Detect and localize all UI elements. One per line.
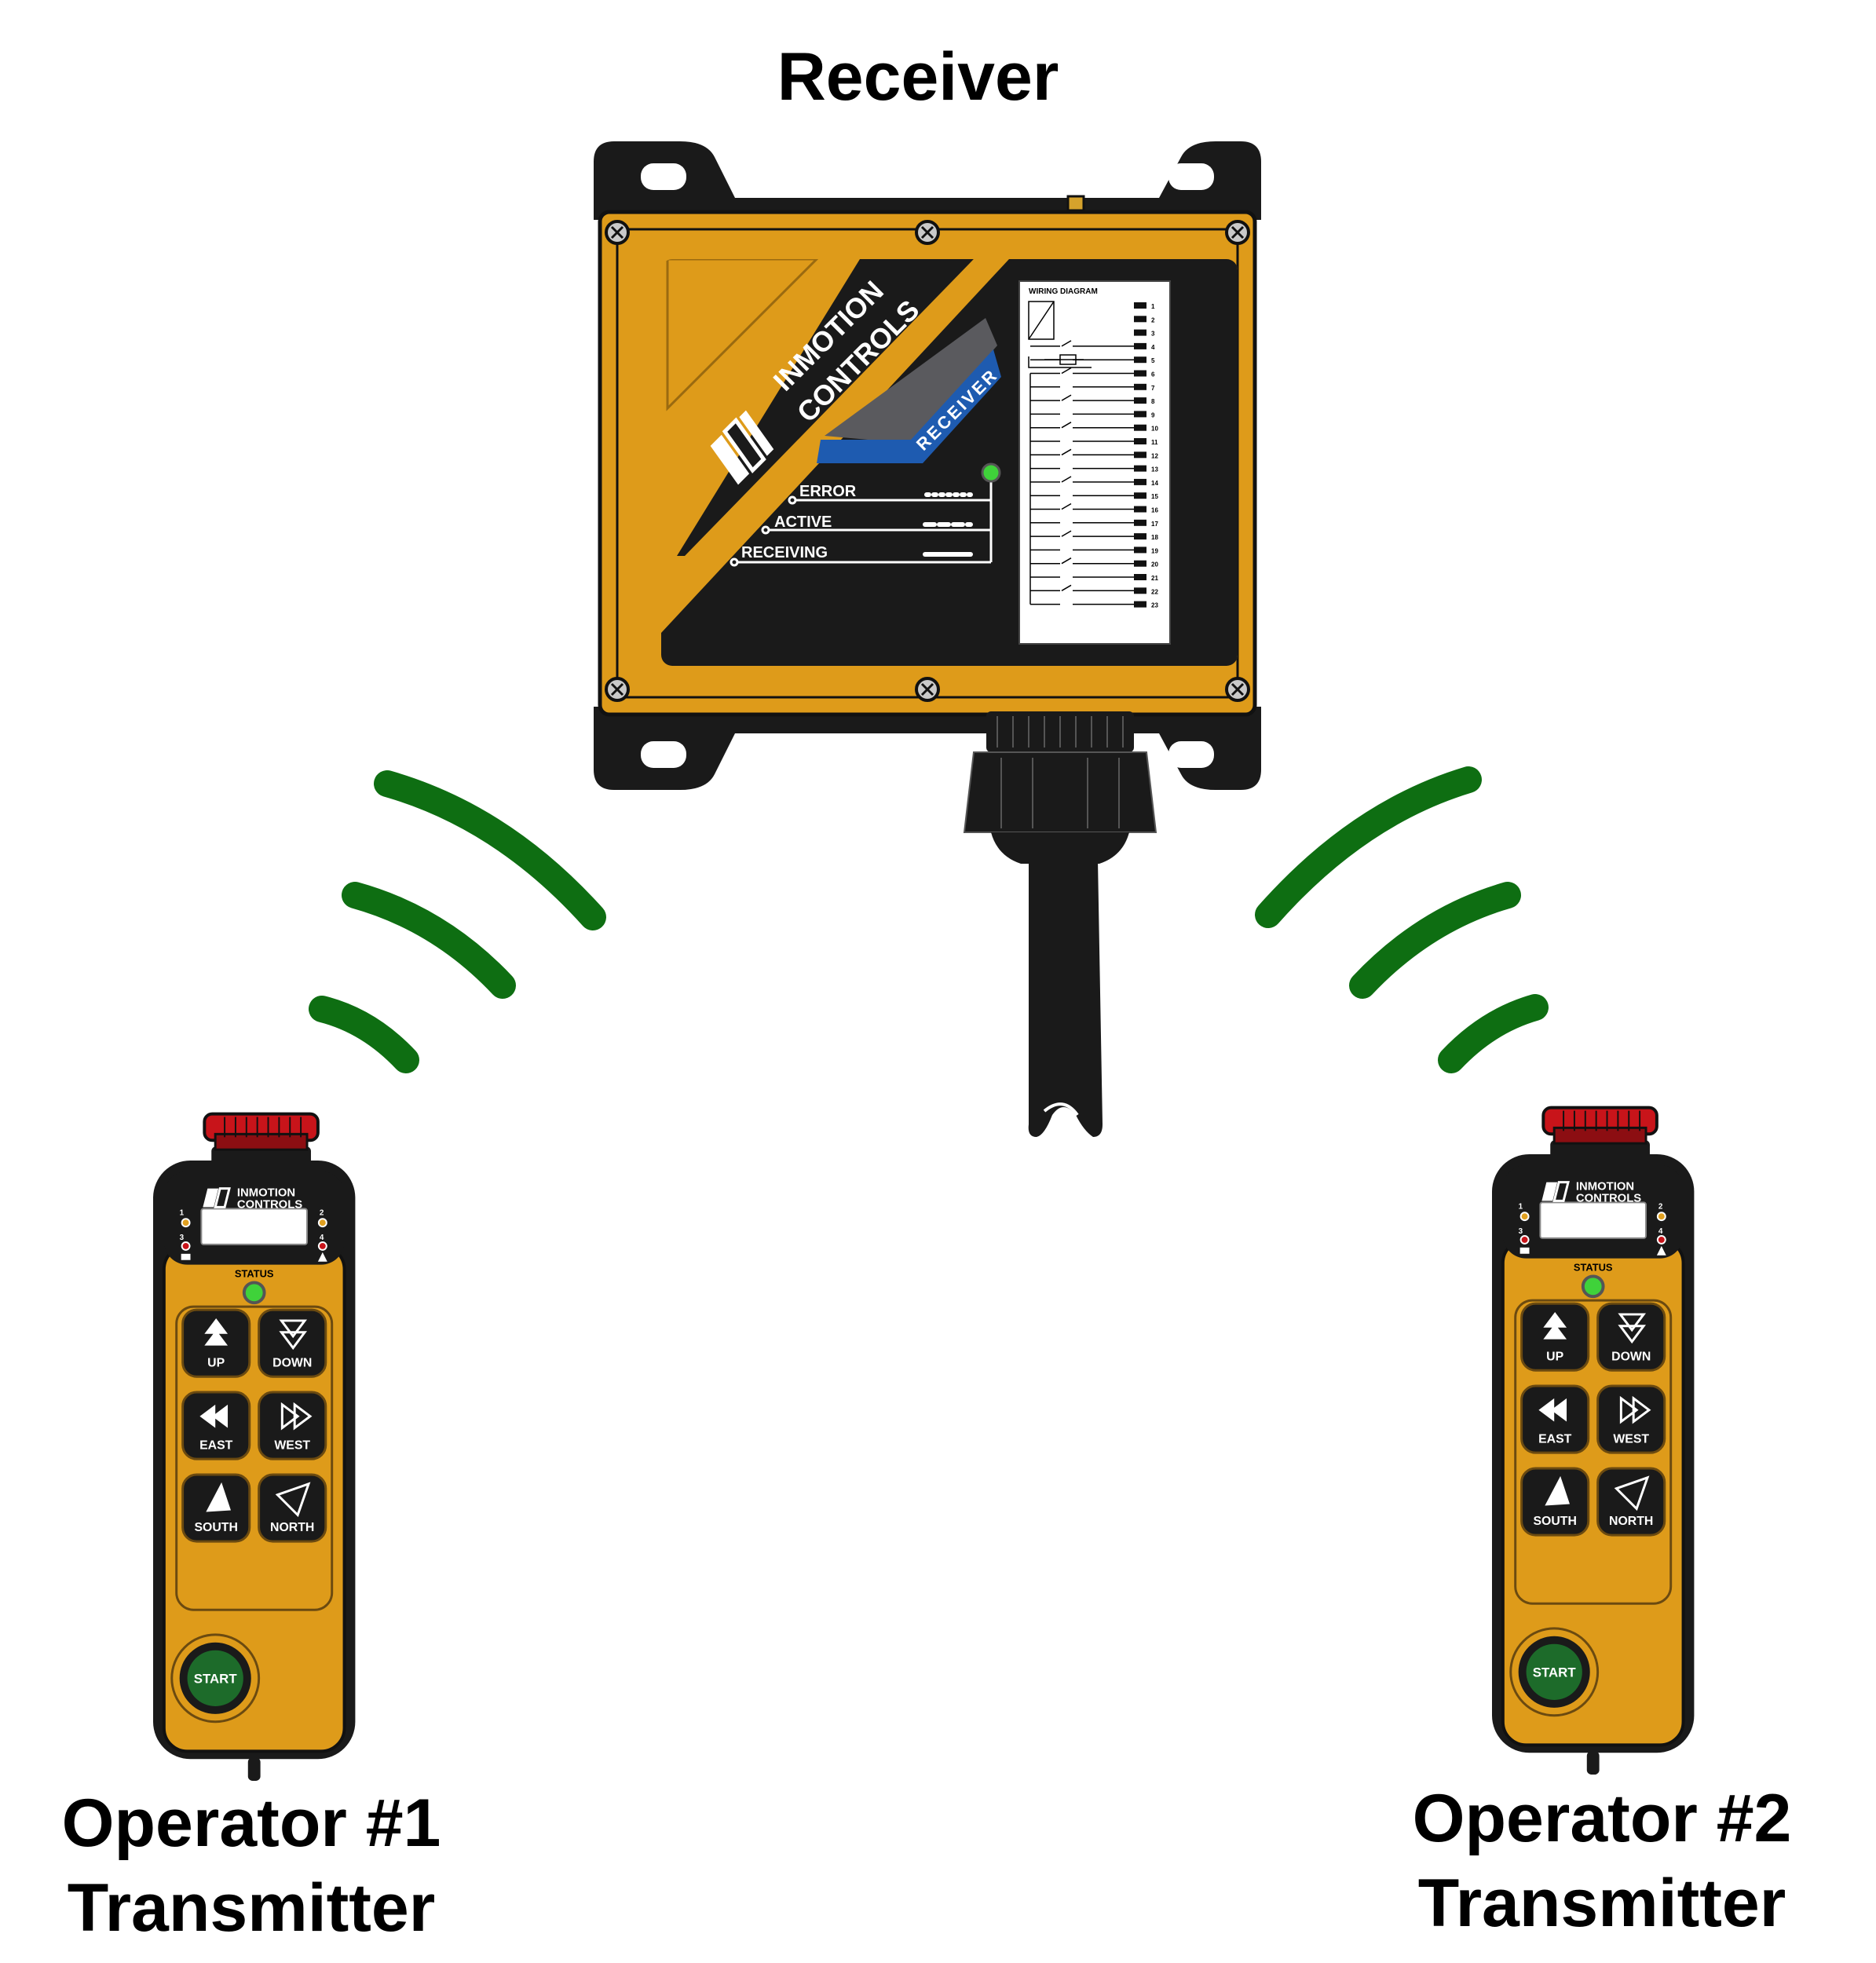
signal-arc-right-outer bbox=[1255, 766, 1482, 928]
wiring-terminal-block bbox=[1134, 519, 1146, 526]
receiver-label-error: ERROR bbox=[799, 483, 857, 500]
wiring-title: WIRING DIAGRAM bbox=[1029, 287, 1098, 296]
wiring-terminal-block bbox=[1134, 342, 1146, 349]
signal-arc-right-middle bbox=[1349, 882, 1521, 999]
receiver-title: Receiver bbox=[777, 39, 1059, 115]
wiring-line bbox=[1030, 503, 1134, 510]
operator-2-label: Operator #2 bbox=[1412, 1781, 1792, 1856]
wiring-terminal-block bbox=[1134, 356, 1146, 364]
wiring-terminal-number: 2 bbox=[1151, 316, 1155, 324]
wiring-terminal-block bbox=[1134, 424, 1146, 431]
wiring-terminal-number: 13 bbox=[1151, 466, 1158, 473]
operator-1-label: Operator #1 bbox=[61, 1786, 441, 1861]
transmitter-operator-1 bbox=[152, 1112, 357, 1783]
receiver-dark-band bbox=[677, 259, 974, 556]
wiring-terminal-number: 21 bbox=[1151, 575, 1158, 582]
wiring-terminal-block bbox=[1134, 560, 1146, 567]
receiver: INMOTION CONTROLS RECEIVER ERROR ACTIVE … bbox=[594, 141, 1261, 1137]
wiring-terminal-block bbox=[1134, 465, 1146, 472]
wiring-terminal-number: 8 bbox=[1151, 398, 1155, 405]
wiring-line bbox=[1030, 422, 1134, 429]
wiring-line bbox=[1030, 557, 1134, 565]
receiver-cable bbox=[1028, 860, 1103, 1137]
wiring-line bbox=[1030, 584, 1134, 592]
wiring-terminal-block bbox=[1134, 587, 1146, 594]
wiring-terminal-number: 9 bbox=[1151, 411, 1155, 419]
operator-1-caption: Operator #1 Transmitter bbox=[16, 1781, 487, 1950]
wiring-line bbox=[1030, 394, 1134, 401]
wiring-terminal-number: 14 bbox=[1151, 480, 1158, 487]
receiver-status-lines bbox=[730, 479, 993, 567]
wiring-terminal-number: 5 bbox=[1151, 357, 1155, 364]
wiring-line bbox=[1030, 476, 1134, 483]
signal-arc-right-inner bbox=[1438, 994, 1549, 1073]
wiring-line bbox=[1030, 448, 1134, 456]
operator-2-sublabel: Transmitter bbox=[1417, 1866, 1786, 1941]
wiring-terminal-number: 20 bbox=[1151, 561, 1158, 568]
wiring-terminal-number: 11 bbox=[1151, 439, 1158, 446]
wiring-terminal-number: 22 bbox=[1151, 588, 1158, 595]
wiring-terminal-block bbox=[1134, 601, 1146, 608]
wiring-lines bbox=[1029, 340, 1134, 605]
receiver-label-active: ACTIVE bbox=[774, 514, 832, 531]
wiring-terminal-block bbox=[1134, 316, 1146, 323]
receiver-mount-top bbox=[594, 141, 1261, 220]
signal-left bbox=[309, 770, 606, 1073]
receiver-cable-gland bbox=[963, 711, 1157, 1137]
wiring-terminal-block bbox=[1134, 438, 1146, 444]
wiring-terminal-number: 19 bbox=[1151, 547, 1158, 554]
wiring-terminal-block bbox=[1134, 574, 1146, 580]
wiring-terminal-number: 15 bbox=[1151, 493, 1158, 500]
wiring-terminal-number: 7 bbox=[1151, 385, 1155, 392]
wiring-terminal-number: 10 bbox=[1151, 426, 1158, 433]
wiring-terminal-block bbox=[1134, 478, 1146, 485]
operator-2-caption: Operator #2 Transmitter bbox=[1366, 1776, 1838, 1946]
wiring-terminals bbox=[1134, 302, 1146, 608]
receiver-blue-tag bbox=[817, 349, 1001, 463]
wiring-terminal-block bbox=[1134, 302, 1146, 309]
operator-1-sublabel: Transmitter bbox=[67, 1870, 436, 1946]
wiring-terminal-block bbox=[1134, 546, 1146, 554]
wiring-terminal-block bbox=[1134, 370, 1146, 377]
signal-arc-left-middle bbox=[342, 882, 516, 999]
receiver-mount-bottom bbox=[594, 707, 1261, 790]
receiver-logo bbox=[710, 410, 774, 485]
wiring-terminal-block bbox=[1134, 533, 1146, 540]
receiver-wiring-card: WIRING DIAGRAM 1234567891011121314151617… bbox=[1018, 280, 1171, 645]
wiring-terminal-number: 6 bbox=[1151, 371, 1155, 378]
wiring-line bbox=[1030, 340, 1134, 347]
wiring-terminal-number: 4 bbox=[1151, 344, 1155, 351]
wiring-terminal-number: 17 bbox=[1151, 521, 1158, 528]
wiring-terminal-block bbox=[1134, 506, 1146, 513]
receiver-label-receiving: RECEIVING bbox=[741, 544, 828, 561]
wiring-terminal-number: 3 bbox=[1151, 331, 1155, 338]
wiring-terminal-number: 12 bbox=[1151, 452, 1158, 459]
wiring-terminal-number: 16 bbox=[1151, 507, 1158, 514]
wiring-terminal-block bbox=[1134, 411, 1146, 418]
wiring-terminal-number: 23 bbox=[1151, 602, 1158, 609]
wiring-terminal-block bbox=[1134, 451, 1146, 459]
signal-arc-left-inner bbox=[309, 996, 419, 1073]
signal-right bbox=[1255, 766, 1549, 1073]
wiring-terminal-block bbox=[1134, 383, 1146, 390]
wiring-terminal-block bbox=[1134, 397, 1146, 404]
wiring-terminal-block bbox=[1134, 329, 1146, 336]
wiring-line bbox=[1030, 530, 1134, 537]
transmitter-operator-2 bbox=[1490, 1106, 1696, 1777]
wiring-terminal-number: 18 bbox=[1151, 534, 1158, 541]
wiring-terminal-number: 1 bbox=[1151, 303, 1155, 310]
receiver-status-led bbox=[981, 462, 1001, 483]
wiring-terminal-block bbox=[1134, 492, 1146, 499]
signal-arc-left-outer bbox=[374, 770, 606, 930]
wiring-line bbox=[1030, 367, 1134, 375]
